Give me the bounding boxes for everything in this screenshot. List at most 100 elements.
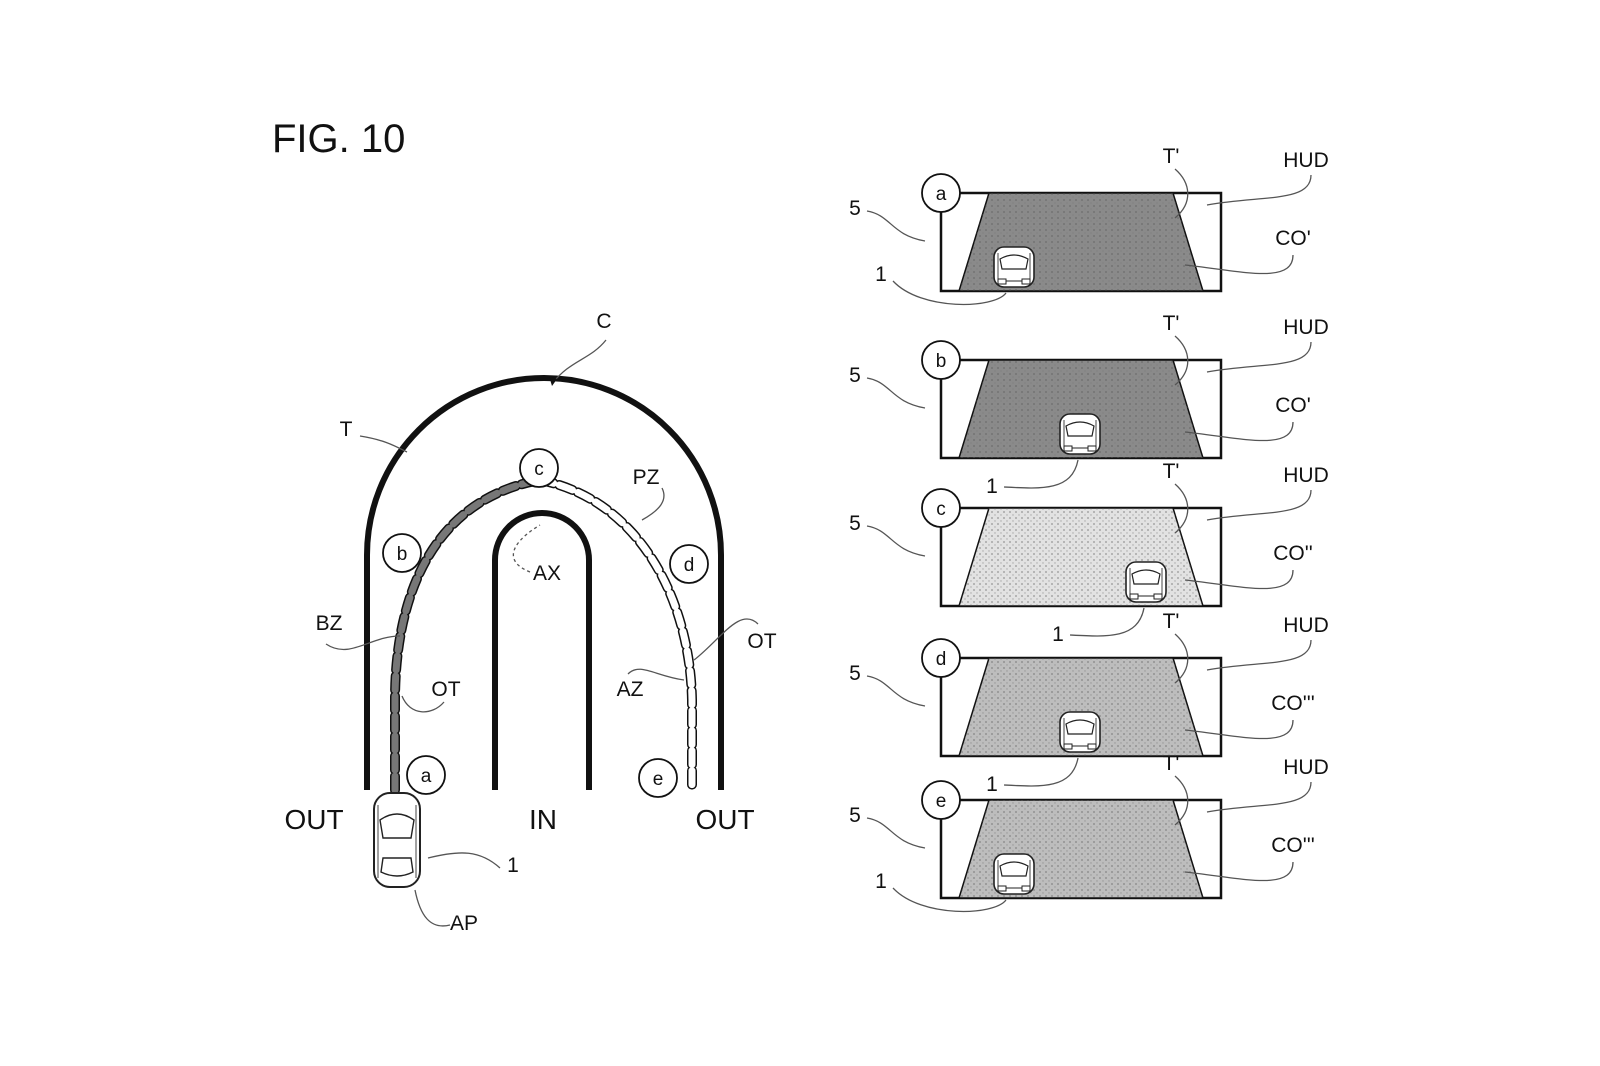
leader-vehicle-1 [1003, 459, 1079, 489]
hud-vehicle-icon [993, 853, 1035, 895]
label-vehicle-1: 1 [507, 854, 519, 877]
leader-t-prime [1174, 775, 1189, 826]
leader-color [1184, 421, 1294, 442]
svg-text:b: b [936, 351, 947, 372]
label-pz: PZ [633, 466, 660, 489]
leader-vehicle-1 [892, 887, 1007, 913]
svg-text:d: d [684, 555, 695, 576]
leader-ot-left [401, 695, 445, 713]
hud-vehicle-icon [1125, 561, 1167, 603]
label-t-prime: T' [1163, 312, 1180, 335]
label-ax: AX [533, 562, 561, 585]
leader-display-5 [866, 525, 926, 557]
hud-track-texture [959, 360, 1203, 458]
label-color: CO' [1275, 227, 1311, 250]
hud-marker-e: e [921, 780, 961, 820]
leader-vehicle-1 [892, 280, 1007, 306]
leader-t-prime [1174, 335, 1189, 386]
leader-t-prime [1174, 483, 1189, 534]
label-display-5: 5 [849, 364, 861, 387]
label-color: CO'' [1273, 542, 1313, 565]
vehicle-icon [373, 792, 421, 888]
leader-ot-right [693, 618, 759, 661]
label-color: CO''' [1271, 692, 1315, 715]
svg-text:a: a [421, 766, 432, 787]
leader-pz [641, 487, 665, 521]
label-ot-right: OT [747, 630, 776, 653]
arrowhead-c [549, 376, 557, 386]
label-t-prime: T' [1163, 460, 1180, 483]
svg-text:a: a [936, 184, 947, 205]
svg-text:c: c [936, 499, 946, 520]
label-color: CO''' [1271, 834, 1315, 857]
leader-display-5 [866, 377, 926, 409]
leader-hud [1206, 174, 1312, 206]
leader-ap [414, 889, 451, 927]
leader-color [1184, 254, 1294, 275]
leader-vehicle-1 [427, 852, 501, 869]
leader-az [627, 668, 685, 681]
leader-hud [1206, 489, 1312, 521]
label-vehicle-1: 1 [875, 263, 887, 286]
leader-vehicle-1 [1069, 607, 1145, 637]
leader-bz [325, 635, 401, 650]
svg-text:c: c [534, 459, 544, 480]
label-hud: HUD [1283, 149, 1329, 172]
braking-zone-path [390, 475, 545, 795]
label-display-5: 5 [849, 197, 861, 220]
label-t: T [340, 418, 353, 441]
label-vehicle-1: 1 [1052, 623, 1064, 646]
leader-hud [1206, 639, 1312, 671]
label-color: CO' [1275, 394, 1311, 417]
svg-text:e: e [653, 769, 664, 790]
figure-title: FIG. 10 [272, 117, 405, 161]
track-diagram: c b d a e C T PZ [284, 310, 776, 935]
label-c: C [596, 310, 611, 333]
leader-color [1184, 861, 1294, 882]
label-vehicle-1: 1 [986, 773, 998, 796]
hud-track-texture [959, 658, 1203, 756]
hud-marker-c: c [921, 488, 961, 528]
leader-display-5 [866, 210, 926, 242]
label-t-prime: T' [1163, 145, 1180, 168]
outer-track-edge [364, 375, 724, 790]
label-in: IN [529, 804, 557, 835]
hud-vehicle-icon [993, 246, 1035, 288]
hud-panel-a: a 5 T' HUD CO' 1 [849, 145, 1329, 306]
label-hud: HUD [1283, 316, 1329, 339]
leader-t [359, 435, 408, 453]
leader-t-prime [1174, 633, 1189, 684]
leader-color [1184, 719, 1294, 740]
label-vehicle-1: 1 [986, 475, 998, 498]
hud-panels: a5T'HUDCO'1b5T'HUDCO'1c5T'HUDCO''1d5T'HU… [849, 145, 1329, 913]
hud-marker-a: a [921, 173, 961, 213]
svg-text:e: e [936, 791, 947, 812]
label-bz: BZ [316, 612, 343, 635]
marker-d: d [669, 544, 709, 584]
label-hud: HUD [1283, 756, 1329, 779]
inner-track-edge [492, 510, 592, 790]
leader-display-5 [866, 675, 926, 707]
label-t-prime: T' [1163, 610, 1180, 633]
leader-color [1184, 569, 1294, 590]
leader-t-prime [1174, 168, 1189, 219]
label-hud: HUD [1283, 464, 1329, 487]
label-display-5: 5 [849, 804, 861, 827]
svg-text:d: d [936, 649, 947, 670]
marker-b: b [382, 533, 422, 573]
hud-vehicle-icon [1059, 711, 1101, 753]
marker-a: a [406, 755, 446, 795]
label-hud: HUD [1283, 614, 1329, 637]
leader-ax [512, 524, 541, 573]
label-ap: AP [450, 912, 478, 935]
hud-marker-d: d [921, 638, 961, 678]
marker-e: e [638, 758, 678, 798]
acceleration-zone-path [535, 475, 697, 795]
leader-display-5 [866, 817, 926, 849]
label-display-5: 5 [849, 662, 861, 685]
marker-c: c [519, 448, 559, 488]
label-ot-left: OT [431, 678, 460, 701]
leader-hud [1206, 781, 1312, 813]
